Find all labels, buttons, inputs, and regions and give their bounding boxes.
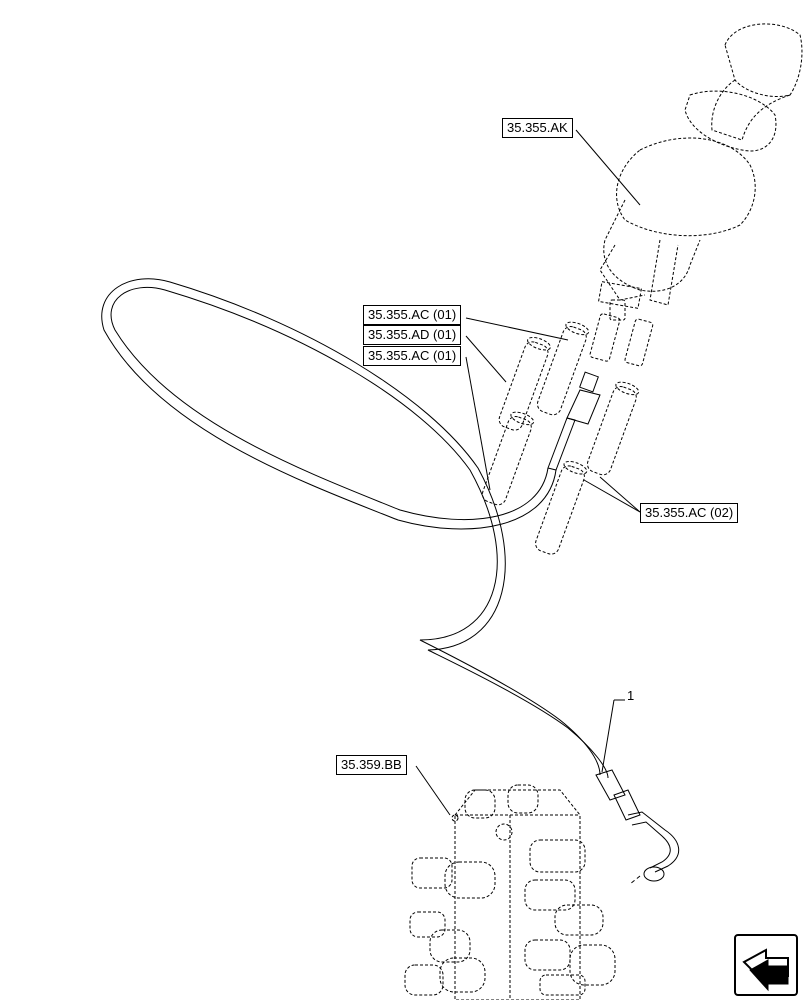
callout-35-355-ac-02[interactable]: 35.355.AC (02) [640,503,739,523]
callout-35-359-bb[interactable]: 35.359.BB [336,755,407,775]
callout-35-355-ak[interactable]: 35.355.AK [502,118,573,138]
leader-lines [415,129,641,816]
item-number-1: 1 [627,688,635,703]
callout-35-355-ac-01-lower[interactable]: 35.355.AC (01) [363,346,462,366]
next-page-arrow-icon[interactable] [734,934,798,996]
joystick-connectors [589,299,654,367]
fittings-group [481,321,640,555]
callout-35-355-ad-01[interactable]: 35.355.AD (01) [363,325,462,345]
callout-35-355-ac-01-upper[interactable]: 35.355.AC (01) [363,305,462,325]
control-valve-block [404,784,616,1000]
arrow-icon-graphic [742,948,789,992]
hose-assembly [101,278,679,885]
joystick-assembly [597,23,803,309]
